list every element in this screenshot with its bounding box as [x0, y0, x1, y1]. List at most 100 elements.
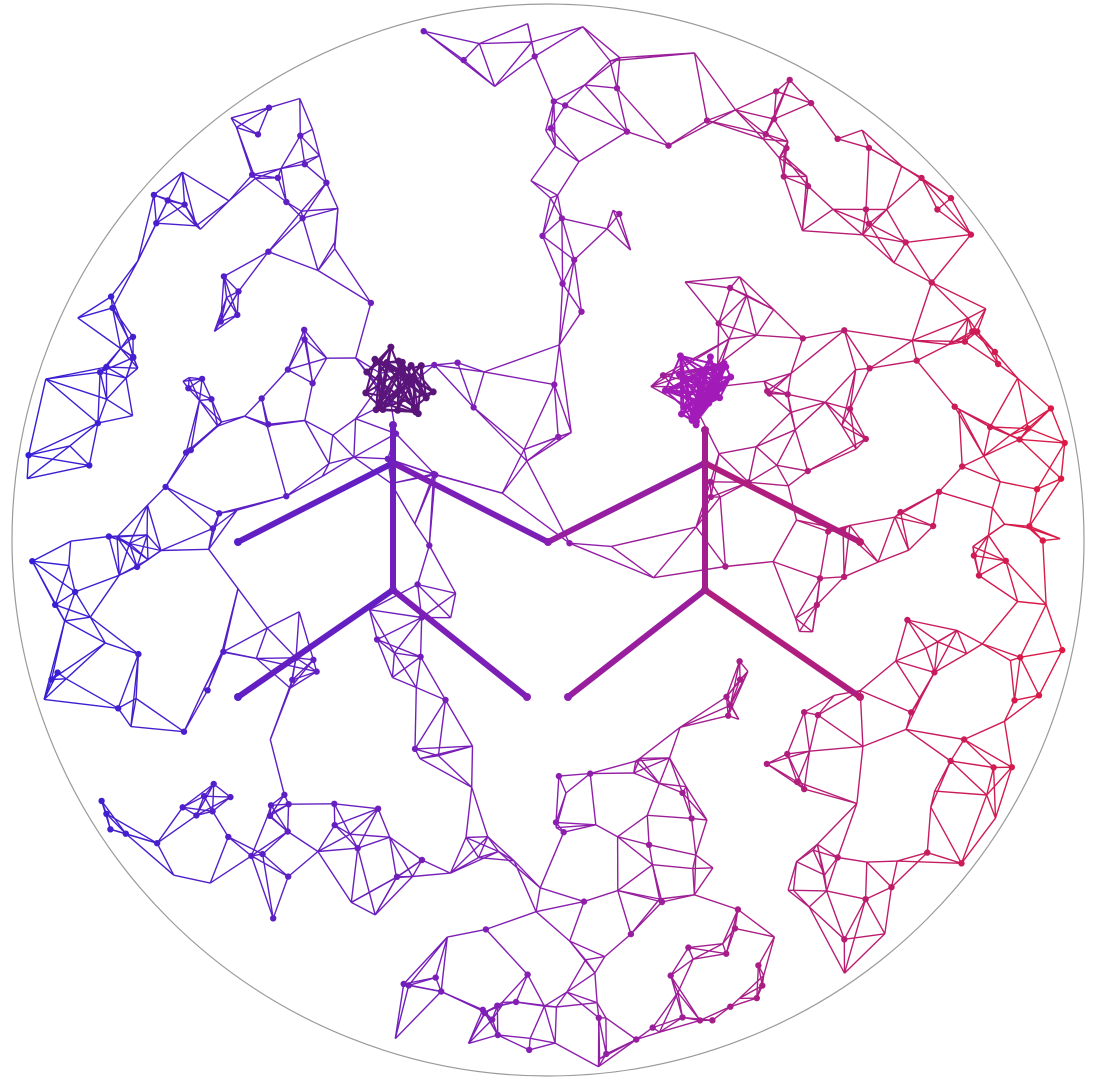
mesh-edge — [1017, 600, 1047, 606]
mesh-edge — [155, 200, 169, 224]
mesh-edge — [471, 786, 489, 837]
mesh-edge — [569, 542, 654, 579]
mesh-edge — [986, 767, 995, 796]
mesh-node — [969, 328, 976, 335]
mesh-node — [248, 852, 255, 860]
mesh-edge — [594, 972, 598, 1003]
mesh-node — [1024, 425, 1032, 432]
mesh-edge — [633, 757, 670, 774]
mesh-edge — [88, 422, 99, 466]
mesh-edge — [556, 195, 563, 219]
mesh-edge — [748, 464, 778, 483]
mesh-edge — [558, 259, 575, 346]
mesh-edge — [778, 157, 808, 177]
mesh-edge — [589, 773, 597, 825]
mesh-edge — [1038, 649, 1063, 696]
mesh-edge — [837, 803, 858, 858]
mesh-edge — [497, 1034, 531, 1039]
mesh-node — [204, 687, 211, 694]
mesh-edge — [208, 509, 238, 550]
mesh-edge — [938, 466, 963, 493]
mesh-edge — [920, 177, 939, 210]
mesh-edge — [808, 890, 828, 908]
mesh-node — [405, 982, 412, 989]
mesh-node — [265, 421, 272, 428]
mesh-edge — [357, 848, 376, 916]
mesh-edge — [735, 90, 777, 111]
skeleton-node — [856, 538, 864, 546]
mesh-edge — [933, 630, 958, 673]
mesh-edge — [251, 830, 289, 857]
mesh-node — [299, 215, 306, 222]
mesh-edge — [304, 419, 334, 436]
mesh-edge — [447, 928, 487, 938]
mesh-edge — [463, 59, 496, 87]
mesh-node — [331, 821, 338, 829]
mesh-edge — [978, 560, 1007, 577]
mesh-edge — [501, 460, 528, 494]
mesh-edge — [106, 377, 127, 400]
mesh-edge — [694, 894, 739, 911]
mesh-edge — [569, 940, 606, 958]
mesh-edge — [1017, 377, 1052, 409]
mesh-edge — [886, 209, 907, 243]
mesh-node — [115, 705, 122, 712]
mesh-edge — [111, 307, 134, 338]
mesh-edge — [414, 687, 417, 749]
mesh-edge — [355, 387, 379, 420]
mesh-node — [185, 385, 192, 392]
mesh-edge — [77, 317, 122, 350]
cluster-node — [676, 352, 684, 360]
mesh-edge — [1028, 489, 1038, 527]
mesh-edge — [77, 296, 112, 319]
mesh-node — [801, 709, 808, 716]
mesh-edge — [584, 57, 621, 86]
mesh-edge — [68, 565, 76, 593]
mesh-node — [566, 540, 573, 547]
mesh-edge — [212, 810, 229, 838]
mesh-edge — [74, 574, 120, 593]
skeleton-node — [389, 459, 397, 467]
mesh-edge — [1016, 378, 1029, 429]
mesh-edge — [849, 516, 895, 527]
mesh-edge — [487, 836, 515, 862]
mesh-edge — [982, 643, 1021, 658]
mesh-edge — [856, 746, 864, 804]
mesh-edge — [561, 217, 608, 230]
mesh-edge — [228, 174, 253, 202]
mesh-edge — [449, 837, 467, 874]
mesh-edge — [772, 519, 798, 562]
mesh-node — [841, 936, 848, 943]
mesh-edge — [916, 343, 949, 362]
mesh-node — [374, 805, 382, 812]
mesh-node — [994, 360, 1002, 368]
mesh-edge — [391, 474, 436, 485]
mesh-edge — [697, 412, 720, 455]
mesh-edge — [710, 453, 720, 498]
mesh-node — [709, 1017, 716, 1024]
mesh-edge — [1000, 481, 1038, 490]
mesh-edge — [861, 209, 867, 235]
mesh-node — [865, 220, 873, 227]
mesh-node — [561, 102, 569, 109]
mesh-edge — [27, 464, 90, 480]
mesh-edge — [226, 297, 238, 316]
mesh-edge — [688, 946, 727, 955]
mesh-edge — [541, 195, 559, 237]
mesh-edge — [118, 543, 131, 576]
mesh-edge — [389, 836, 414, 877]
mesh-edge — [916, 360, 956, 408]
mesh-edge — [523, 449, 528, 462]
mesh-node — [667, 972, 674, 979]
mesh-edge — [994, 351, 1019, 379]
cluster-node — [429, 388, 437, 396]
mesh-edge — [116, 536, 120, 576]
mesh-node — [578, 308, 585, 315]
mesh-edge — [695, 819, 708, 856]
mesh-node — [373, 636, 381, 643]
mesh-edge — [583, 889, 619, 903]
mesh-edge — [864, 862, 868, 900]
mesh-node — [840, 573, 848, 580]
mesh-edge — [553, 384, 572, 433]
